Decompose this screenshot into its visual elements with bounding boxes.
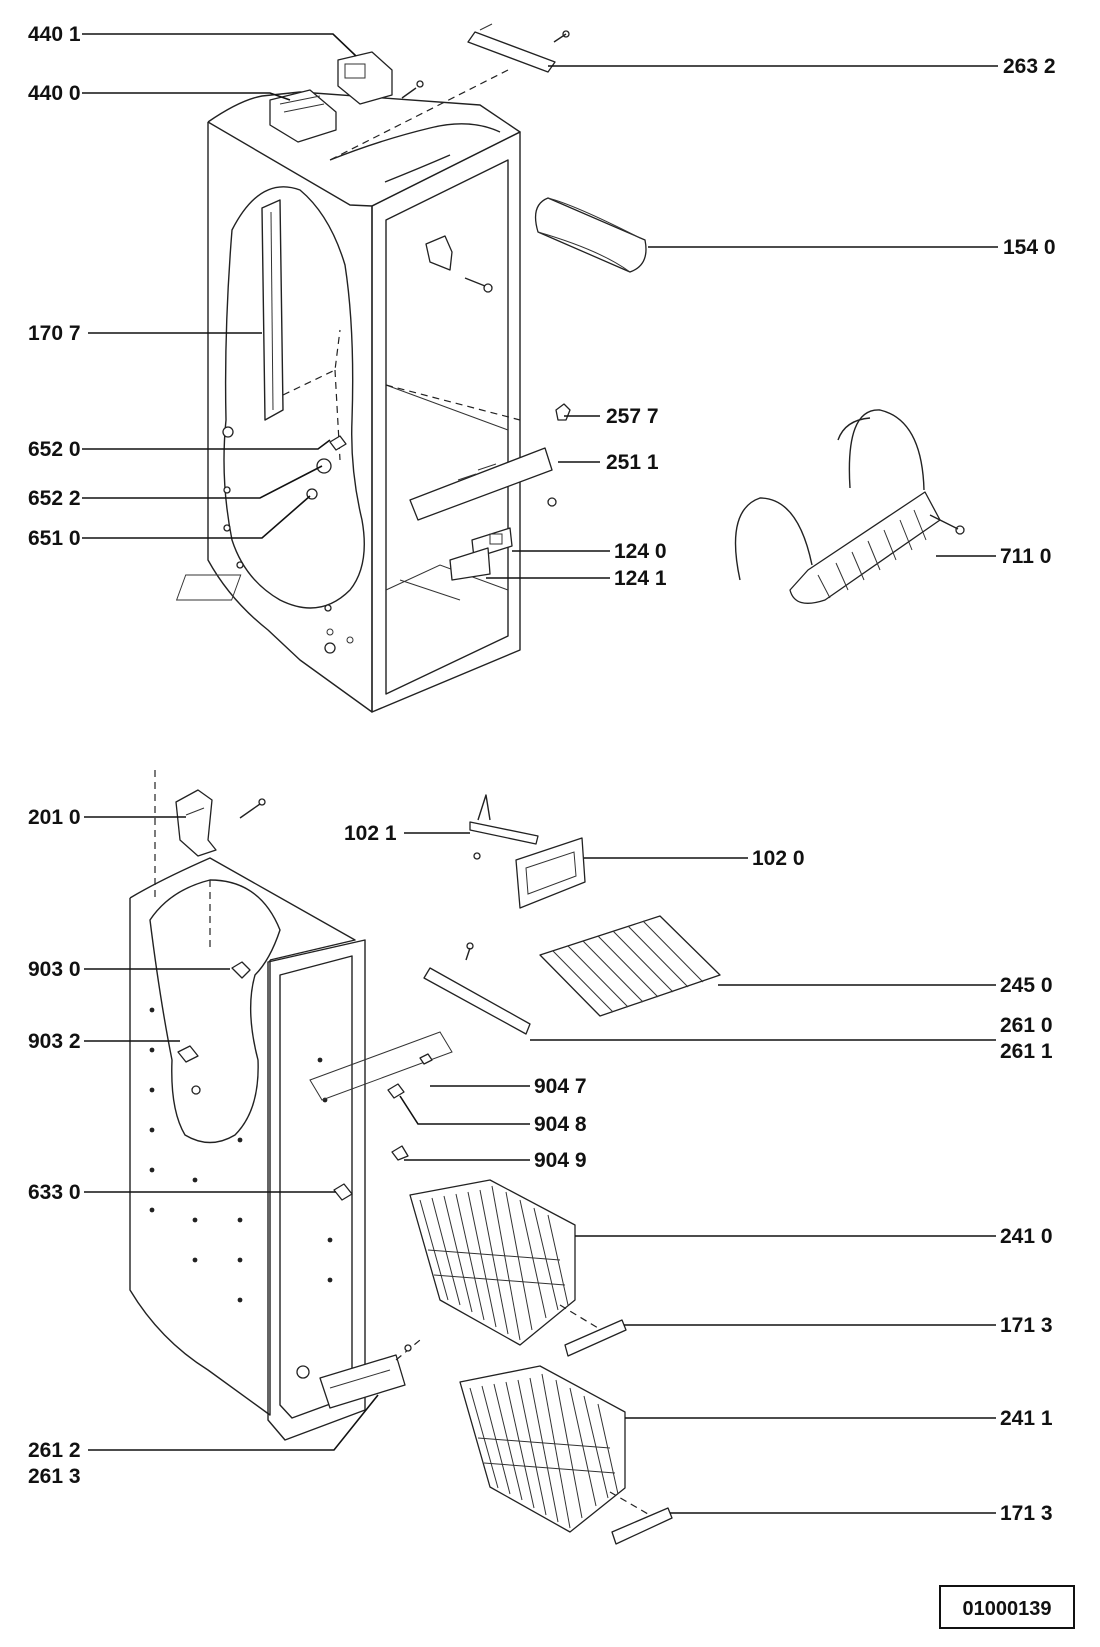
leader-lines (82, 33, 998, 1514)
callout-6330: 633 0 (28, 1181, 81, 1204)
callout-2411: 241 1 (1000, 1407, 1053, 1430)
callout-9032: 903 2 (28, 1030, 81, 1053)
drawing-number: 01000139 (939, 1585, 1075, 1629)
callout-1713-lower: 171 3 (1000, 1502, 1053, 1525)
callout-2613: 261 3 (28, 1465, 81, 1488)
callout-9047: 904 7 (534, 1075, 587, 1098)
callout-2612: 261 2 (28, 1439, 81, 1462)
callout-4400: 440 0 (28, 82, 81, 105)
callout-labels: 440 1 440 0 263 2 154 0 170 7 257 7 652 … (28, 23, 1056, 1525)
callout-1540: 154 0 (1003, 236, 1056, 259)
lower-cabinet (129, 770, 721, 1441)
callout-2010: 201 0 (28, 806, 81, 829)
callout-6520: 652 0 (28, 438, 81, 461)
callout-6522: 652 2 (28, 487, 81, 510)
callout-1707: 170 7 (28, 322, 81, 345)
callout-9048: 904 8 (534, 1113, 587, 1136)
callout-9030: 903 0 (28, 958, 81, 981)
callout-1241: 124 1 (614, 567, 667, 590)
callout-2577: 257 7 (606, 405, 659, 428)
evaporator-unit (734, 409, 965, 604)
callout-2450: 245 0 (1000, 974, 1053, 997)
callout-4401: 440 1 (28, 23, 81, 46)
callout-2632: 263 2 (1003, 55, 1056, 78)
callout-1240: 124 0 (614, 540, 667, 563)
callout-6510: 651 0 (28, 527, 81, 550)
callout-2610: 261 0 (1000, 1014, 1053, 1037)
upper-cabinet (175, 23, 647, 713)
callout-1713-upper: 171 3 (1000, 1314, 1053, 1337)
rail-upper-1713 (559, 1304, 627, 1357)
basket-lower (459, 1365, 626, 1533)
rail-lower-1713 (609, 1491, 673, 1545)
drawing-number-text: 01000139 (963, 1598, 1052, 1620)
basket-upper (409, 1179, 576, 1346)
callout-1020: 102 0 (752, 847, 805, 870)
callout-9049: 904 9 (534, 1149, 587, 1172)
callout-2511: 251 1 (606, 451, 659, 474)
callout-7110: 711 0 (1000, 545, 1051, 568)
callout-2410: 241 0 (1000, 1225, 1053, 1248)
callout-2611: 261 1 (1000, 1040, 1053, 1063)
callout-1021: 102 1 (344, 822, 397, 845)
